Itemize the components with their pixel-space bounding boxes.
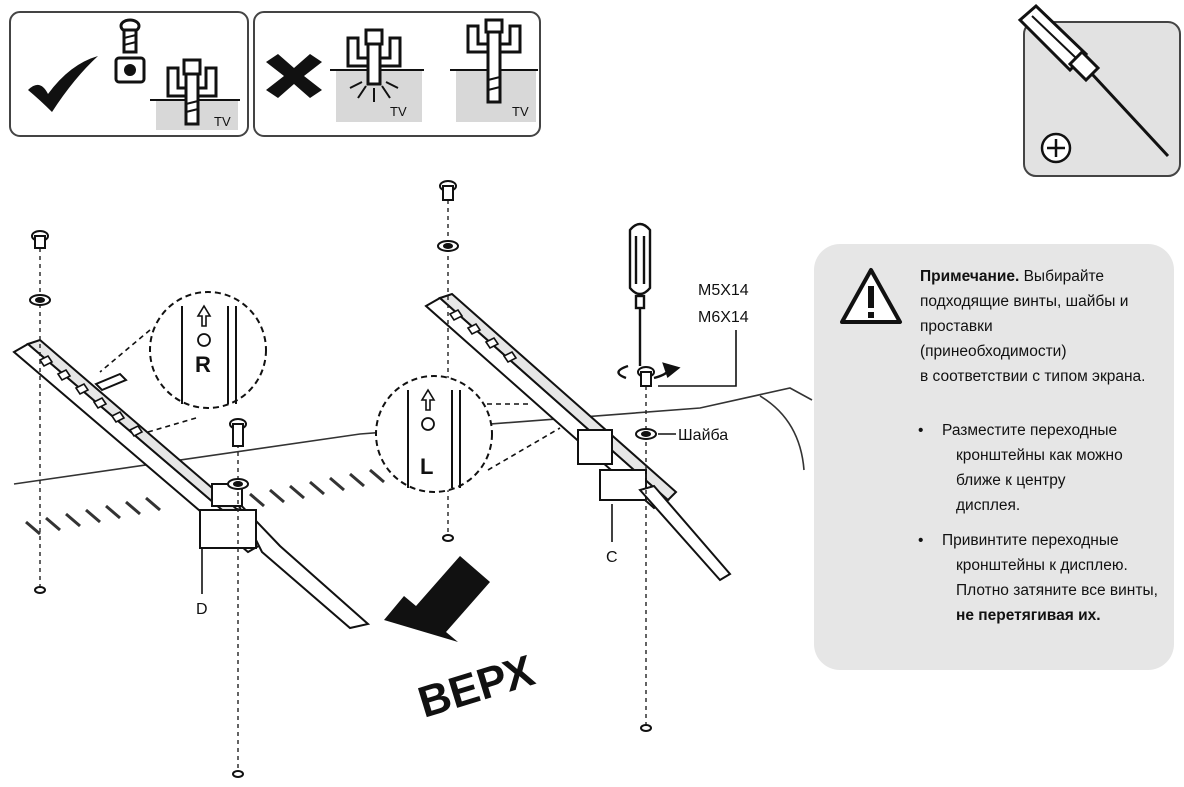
note-bullets: • Разместите переходные кронштейны как м… [914,418,1164,638]
note-line: Выбирайте [1019,268,1105,285]
screw-spacer-icon [114,18,146,84]
warning-triangle-icon [840,268,902,324]
washer-label: Шайба [678,427,728,444]
tv-label: TV [390,104,407,119]
tv-label: TV [214,114,231,129]
screw-size-label: M6X14 [698,309,749,326]
top-label: ВЕРХ [413,646,540,727]
phillips-head-icon [1040,132,1072,164]
screw [635,366,657,732]
bullet-line: Разместите переходные [942,422,1118,439]
up-arrow-icon [420,388,436,411]
bracket-mount-too-long-icon [450,18,538,122]
note-text: Примечание. Выбирайте подходящие винты, … [920,264,1164,389]
bracket-mount-too-short-icon [330,28,424,122]
phillips-screwdriver-icon [1017,3,1170,158]
bullet-line: Плотно затяните все винты, [956,582,1158,599]
tool-panel [1017,3,1181,177]
bullet-line: дисплея. [956,497,1021,514]
bracket-c-label: C [606,549,618,566]
note-line: в соответствии с типом экрана. [920,368,1146,385]
bracket-c-rail [424,292,732,582]
screw-guides [39,200,647,772]
rotation-arrow-icon [617,362,681,380]
bracket-d-label: D [196,601,208,618]
note-line: подходящие винты, шайбы и [920,293,1129,310]
screw [29,230,51,594]
top-direction-arrow: ВЕРХ [384,556,540,728]
bracket-d-rail [12,338,371,630]
mark-l-label: L [420,454,433,479]
note-title: Примечание. [920,268,1020,285]
leader-lines [201,330,737,594]
bullet-line: кронштейны как можно [956,447,1123,464]
note-line: (принеобходимости) [920,343,1067,360]
screw [227,418,249,778]
legend-wrong-panel: TV TV [253,11,541,137]
screw-size-label: M5X14 [698,282,749,299]
tv-back-outline [13,387,813,485]
note-line: проставки [920,318,993,335]
legend-correct-panel: TV [9,11,249,137]
screwdriver-icon [628,222,652,366]
bullet-line: Привинтите переходные [942,532,1119,549]
callout-l-magnifier: L [375,375,561,493]
bullet-line: ближе к центру [956,472,1066,489]
note-panel: Примечание. Выбирайте подходящие винты, … [814,244,1174,670]
tv-label: TV [512,104,529,119]
bullet-line: кронштейны к дисплею. [956,557,1128,574]
bullet-bold-line: не перетягивая их. [956,607,1101,624]
note-bullet: • Разместите переходные кронштейны как м… [914,418,1164,518]
tv-vent-slots [25,468,385,536]
screw [437,180,459,542]
up-arrow-icon [196,304,212,327]
mark-r-label: R [195,352,211,377]
bracket-mount-correct-icon [150,58,240,130]
callout-r-magnifier: R [99,291,267,433]
check-mark-icon [28,56,98,112]
big-arrow-icon [384,556,490,642]
cross-mark-icon [266,54,322,98]
note-bullet: • Привинтите переходные кронштейны к дис… [914,528,1164,628]
